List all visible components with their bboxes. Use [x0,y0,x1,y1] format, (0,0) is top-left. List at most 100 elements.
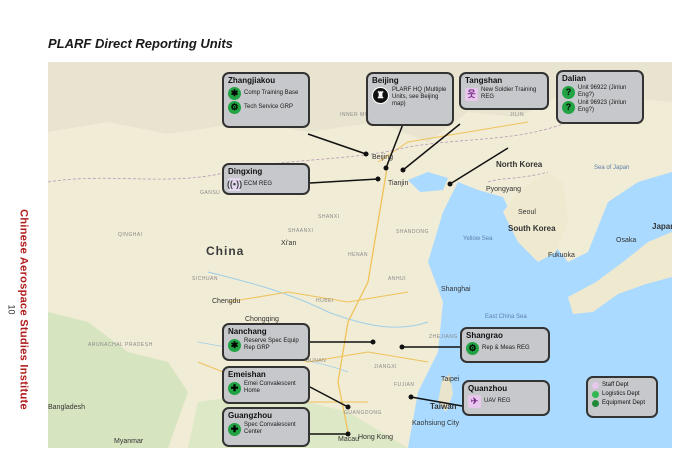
label-pyongyang: Pyongyang [486,186,522,193]
label-taiwan: Taiwan [430,402,457,411]
label-fujian: FUJIAN [394,382,415,388]
label-taipei: Taipei [441,376,460,383]
label-arunachal: ARUNACHAL PRADESH [88,342,153,348]
legend-swatch [592,400,599,407]
location-markers [345,151,453,437]
label-inner-mongolia: INNER MONGOLIA [340,112,390,118]
label-north-korea: North Korea [496,160,543,169]
label-china: China [206,244,245,258]
legend-swatch [592,391,599,398]
page-title: PLARF Direct Reporting Units [48,36,233,51]
unit-box-guangzhou[interactable]: Guangzhou ✚Spec Convalescent Center [222,407,310,447]
staff-hat-icon: ♜ [372,87,389,104]
medical-cross-icon: ✚ [228,422,241,436]
question-icon: ? [562,100,575,114]
box-title: Nanchang [228,327,267,336]
label-shanxi: SHANXI [318,214,340,220]
unit-label: Reserve Spec Equip Rep GRP [244,338,299,351]
label-shaanxi: SHAANXI [288,228,314,234]
legend-swatch [592,382,599,389]
box-title: Tangshan [465,76,503,85]
label-xian: Xi'an [281,240,297,247]
legend-item: Logistics Dept [592,390,652,399]
wrench-icon: ✱ [228,338,241,352]
wrench-icon: ✱ [228,87,241,100]
label-chongqing: Chongqing [245,316,279,323]
legend-label: Staff Dept [602,382,629,388]
legend-label: Equipment Dept [602,400,646,406]
label-beijing: Beijing [372,154,394,161]
unit-label: Unit 96923 (Jinlun Eng?) [578,100,627,113]
unit-box-nanchang[interactable]: Nanchang ✱Reserve Spec Equip Rep GRP [222,323,310,361]
label-tianjin: Tianjin [388,180,409,187]
label-henan: HENAN [348,252,369,258]
uav-icon: ✈ [468,395,481,408]
unit-label: ECM REG [244,181,273,187]
label-fukuoka: Fukuoka [548,252,575,259]
unit-label: Spec Convalescent Center [244,422,296,435]
label-hubei: HUBEI [316,298,334,304]
label-shandong: SHANDONG [396,229,429,235]
unit-box-dingxing[interactable]: Dingxing ((•))ECM REG [222,163,310,195]
unit-label: Emei Convalescent Home [244,381,296,394]
label-gansu: GANSU [200,190,221,196]
unit-box-beijing[interactable]: Beijing ♜PLARF HQ (Multiple Units, see B… [366,72,454,126]
box-title: Beijing [372,76,399,85]
soldier-icon: 웃 [465,87,478,101]
box-title: Guangzhou [228,411,272,420]
signal-icon: ((•)) [226,178,243,191]
unit-label: UAV REG [484,398,511,404]
unit-label: Rep & Meas REG [482,345,530,351]
label-south-korea: South Korea [508,224,556,233]
label-jilin: JILIN [510,112,525,118]
box-title: Emeishan [228,370,266,379]
legend-label: Logistics Dept [602,391,640,397]
label-japan: Japan [652,222,672,231]
unit-box-quanzhou[interactable]: Quanzhou ✈UAV REG [462,380,550,416]
label-anhui: ANHUI [388,276,407,282]
legend-item: Equipment Dept [592,399,652,408]
label-hong-kong: Hong Kong [358,434,394,441]
box-title: Quanzhou [468,384,508,393]
label-bangladesh: Bangladesh [48,404,85,411]
connector-lines [307,123,509,435]
unit-label: Unit 96922 (Jinlun Eng?) [578,85,627,98]
label-zhejiang: ZHEJIANG [429,334,458,340]
medical-cross-icon: ✚ [228,381,241,395]
label-macau: Macau [338,436,360,443]
label-east-china-sea: East China Sea [485,314,527,320]
unit-box-shangrao[interactable]: Shangrao ⚙Rep & Meas REG [460,327,550,363]
label-hunan: HUNAN [306,358,327,364]
unit-label: Tech Service GRP [244,104,294,110]
label-sea-of-japan: Sea of Japan [594,165,630,171]
side-caption: Chinese Aerospace Studies Institute 10 [7,200,30,420]
label-yellow-sea: Yellow Sea [463,236,493,242]
unit-label: Comp Training Base [244,90,299,96]
label-shanghai: Shanghai [441,286,471,293]
box-title: Shangrao [466,331,503,340]
box-title: Zhangjiakou [228,76,276,85]
map-legend: Staff Dept Logistics Dept Equipment Dept [586,376,658,418]
question-icon: ? [562,85,575,99]
legend-item: Staff Dept [592,381,652,390]
box-title: Dingxing [228,167,263,176]
box-title: Dalian [562,74,587,83]
unit-box-dalian[interactable]: Dalian ?Unit 96922 (Jinlun Eng?) ?Unit 9… [556,70,644,124]
label-osaka: Osaka [616,237,637,244]
unit-label: PLARF HQ (Multiple Units, see Beijing ma… [392,87,447,107]
institute-name: Chinese Aerospace Studies Institute [17,209,30,410]
gear-icon: ⚙ [228,101,241,114]
page-number: 10 [6,304,17,315]
gear-icon: ⚙ [466,342,479,355]
label-sichuan: SICHUAN [192,276,219,282]
label-jiangxi: JIANGXI [374,364,397,370]
label-guangdong: GUANGDONG [344,410,382,416]
label-myanmar: Myanmar [114,438,144,445]
unit-box-emeishan[interactable]: Emeishan ✚Emei Convalescent Home [222,366,310,404]
unit-box-zhangjiakou[interactable]: Zhangjiakou ✱Comp Training Base ⚙Tech Se… [222,72,310,128]
label-seoul: Seoul [518,209,536,216]
label-qinghai: QINGHAI [118,232,143,238]
label-kaohsiung: Kaohsiung City [412,420,460,427]
unit-label: New Soldier Training REG [481,87,537,100]
